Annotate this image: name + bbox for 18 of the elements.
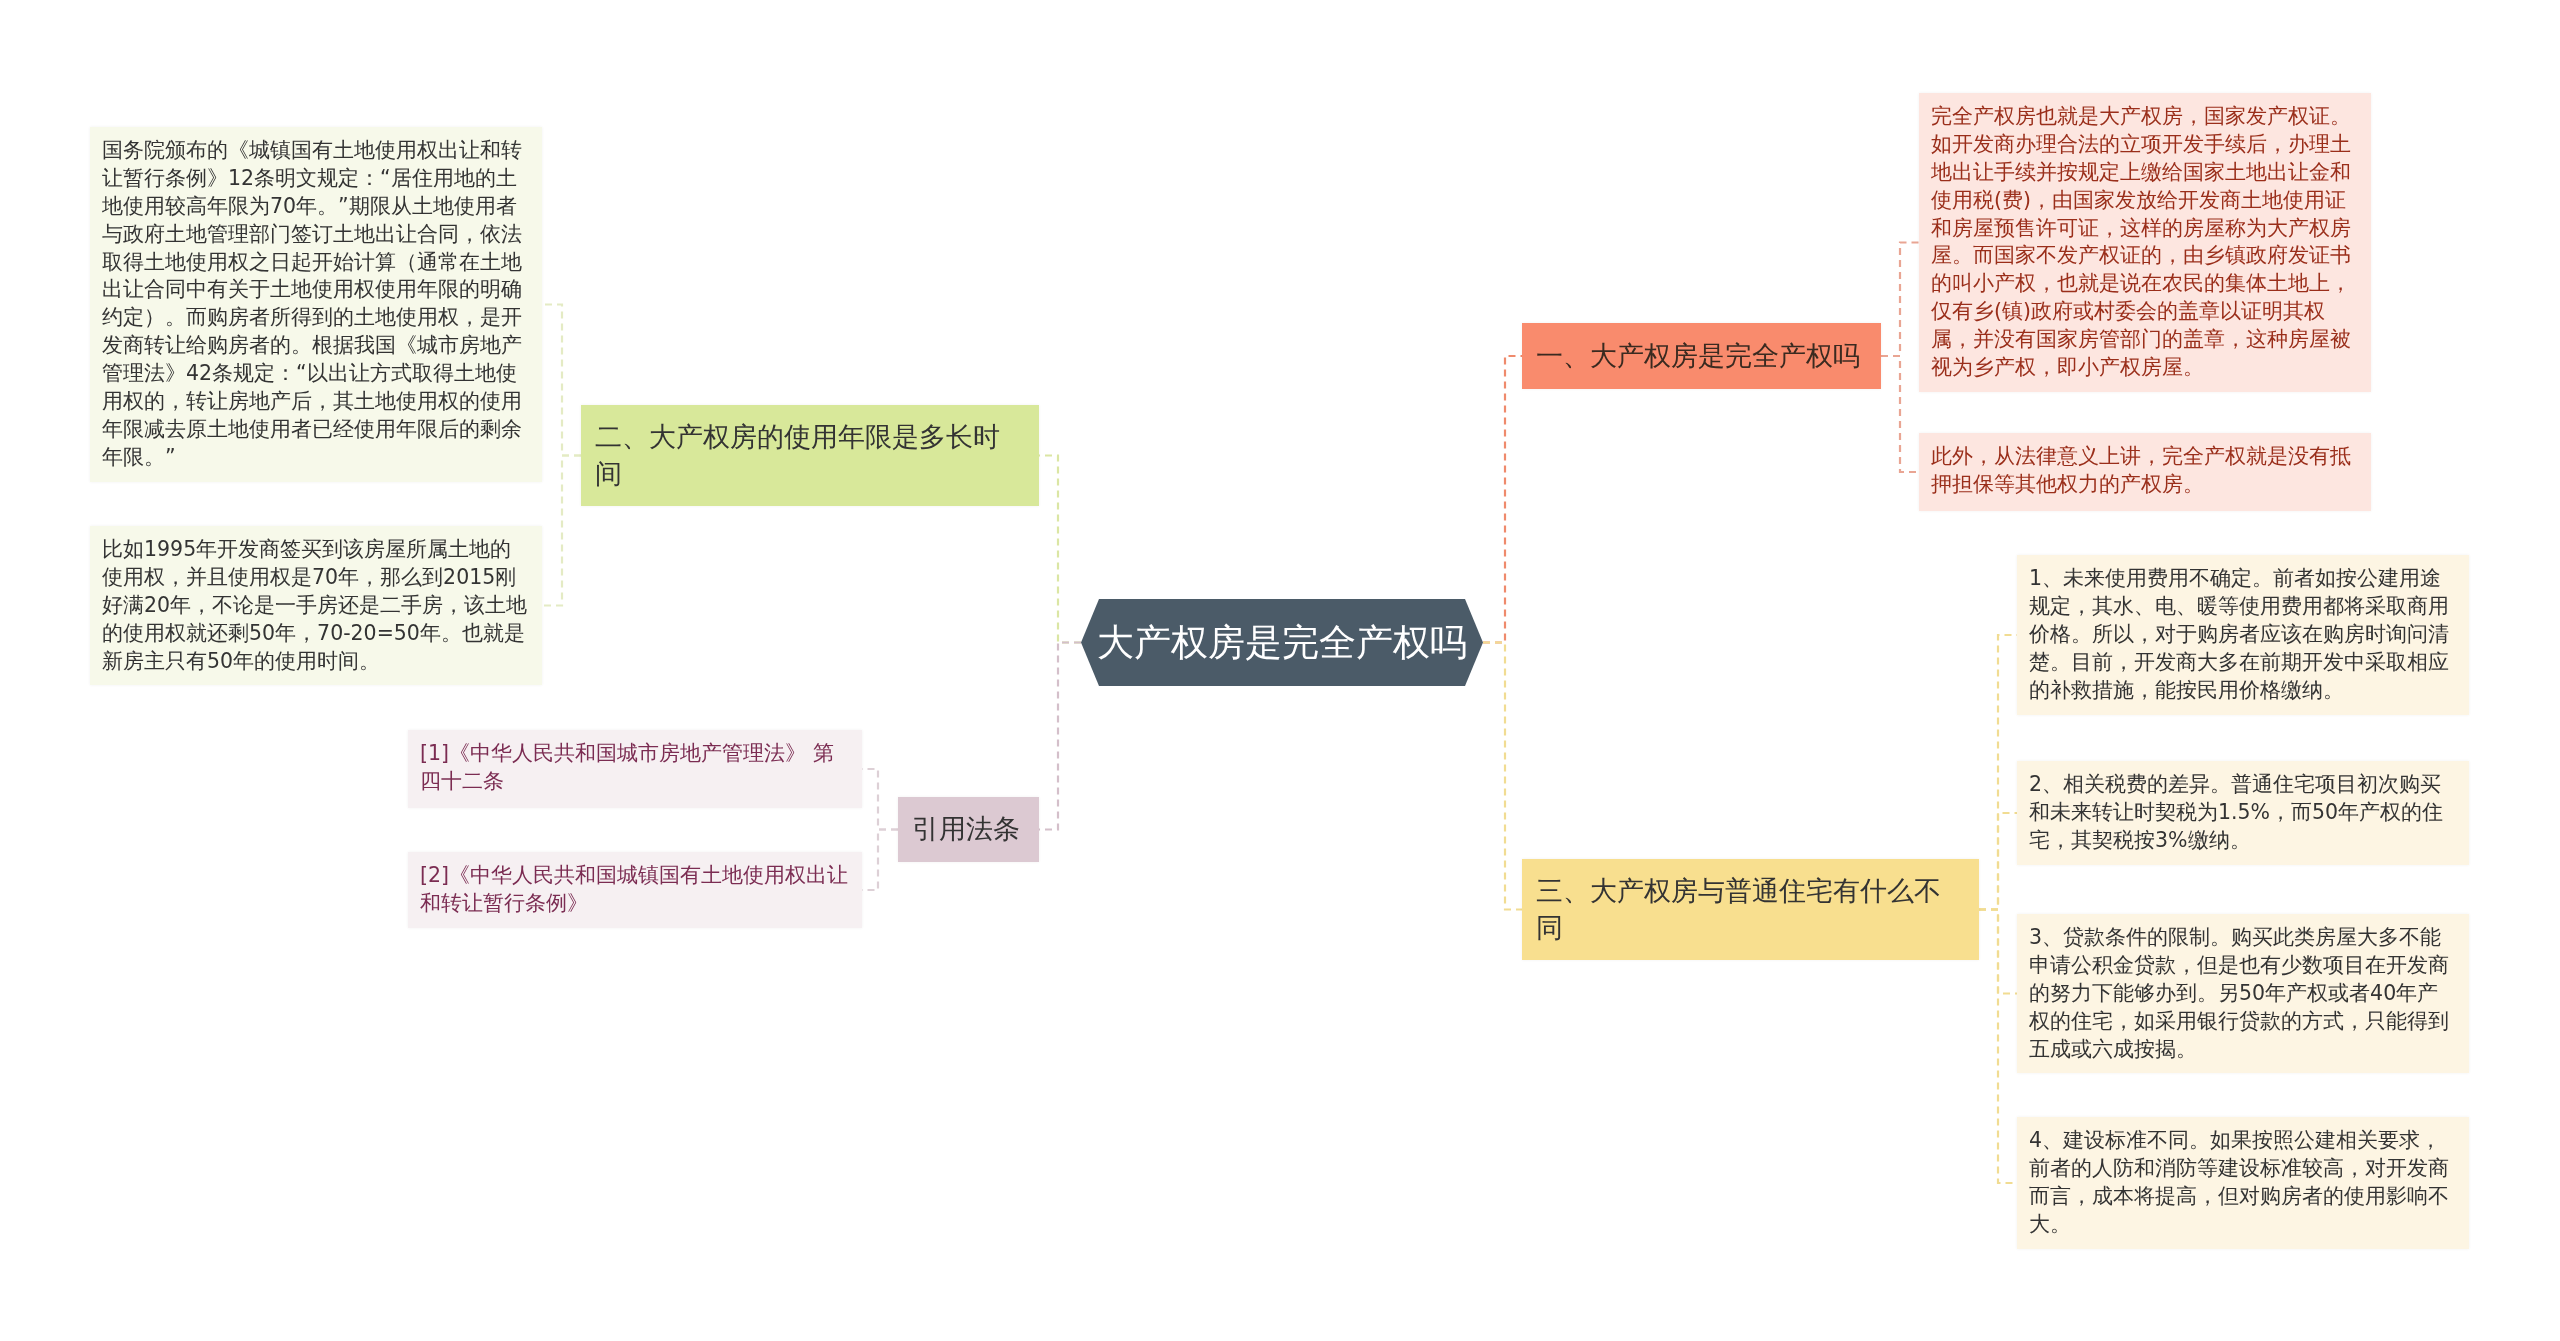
connector-line: [1483, 641, 1522, 911]
note-box: 完全产权房也就是大产权房，国家发产权证。如开发商办理合法的立项开发手续后，办理土地出让手续并按规定上缴给国家土地出让金和使用税(费)，由国家发放给开发商土地使用证和房屋预售许可证，这样的房屋称为大产权房屋。而国家不发产权证的，由乡镇政府发证书的叫小产权，也就是说在农民的集体土地上，仅有乡(镇)政府或村委会的盖章以证明其权属，并没有国家房管部门的盖章，这种房屋被视为乡产权，即小产权房屋。: [1919, 93, 2371, 392]
note-box: 2、相关税费的差异。普通住宅项目初次购买和未来转让时契税为1.5%，而50年产权的住宅，其契税按3%缴纳。: [2017, 761, 2469, 865]
note-box: 4、建设标准不同。如果按照公建相关要求，前者的人防和消防等建设标准较高，对开发商而言，成本将提高，但对购房者的使用影响不大。: [2017, 1117, 2469, 1249]
branch-box: 引用法条: [898, 797, 1039, 862]
citation-box: [1]《中华人民共和国城市房地产管理法》 第四十二条: [408, 730, 862, 808]
citation-box: [2]《中华人民共和国城镇国有土地使用权出让和转让暂行条例》: [408, 852, 862, 928]
connector-line: [1881, 354, 1919, 474]
branch-box: 三、大产权房与普通住宅有什么不同: [1522, 859, 1979, 960]
note-box: 此外，从法律意义上讲，完全产权就是没有抵押担保等其他权力的产权房。: [1919, 433, 2371, 511]
branch-box: 一、大产权房是完全产权吗: [1522, 323, 1881, 389]
note-box: 1、未来使用费用不确定。前者如按公建用途规定，其水、电、暖等使用费用都将采取商用价格。所以，对于购房者应该在购房时询问清楚。目前，开发商大多在前期开发中采取相应的补救措施，能按民用价格缴纳。: [2017, 555, 2469, 715]
note-box: 国务院颁布的《城镇国有土地使用权出让和转让暂行条例》12条明文规定：“居住用地的土地使用较高年限为70年。”期限从土地使用者与政府土地管理部门签订土地出让合同，依法取得土地使用权之日起开始计算（通常在土地出让合同中有关于土地使用权使用年限的明确约定）。而购房者所得到的土地使用权，是开发商转让给购房者的。根据我国《城市房地产管理法》42条规定：“以出让方式取得土地使用权的，转让房地产后，其土地使用权的使用年限减去原土地使用者已经使用年限后的剩余年限。”: [90, 127, 542, 482]
note-box: 3、贷款条件的限制。购买此类房屋大多不能申请公积金贷款，但是也有少数项目在开发商的努力下能够办到。另50年产权或者40年产权的住宅，如采用银行贷款的方式，只能得到五成或六成按揭。: [2017, 914, 2469, 1074]
branch-box: 二、大产权房的使用年限是多长时间: [581, 405, 1039, 506]
note-box: 比如1995年开发商签买到该房屋所属土地的使用权，并且使用权是70年，那么到2015刚好满20年，不论是一手房还是二手房，该土地的使用权就还剩50年，70-20=50年。也就是新房主只有50年的使用时间。: [90, 526, 542, 686]
connector-line: [542, 454, 581, 607]
topic-hexagon: 大产权房是完全产权吗: [1081, 599, 1483, 686]
